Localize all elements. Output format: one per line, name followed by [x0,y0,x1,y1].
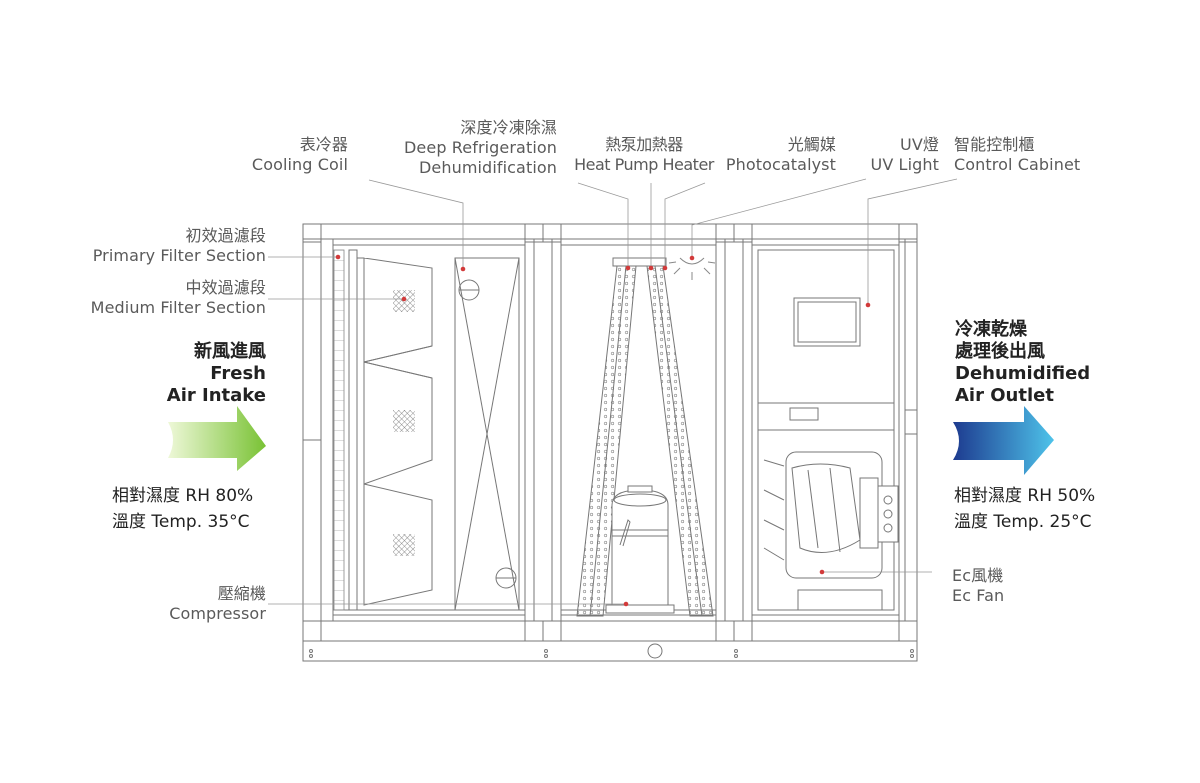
photocatalyst-zh: 光觸媒 [787,135,836,154]
outlet-title: 冷凍乾燥 處理後出風 Dehumidified Air Outlet [955,319,1090,407]
heat-pump-label: 熱泵加熱器 Heat Pump Heater [571,135,717,175]
inlet-conditions: 相對濕度 RH 80% 溫度 Temp. 35°C [112,483,253,535]
outlet-title-zh2: 處理後出風 [955,341,1045,362]
uv-light-zh: UV燈 [900,135,939,154]
control-cabinet-en: Control Cabinet [954,155,1081,174]
control-cabinet-zh: 智能控制櫃 [954,135,1035,154]
compressor-zh: 壓縮機 [217,584,266,603]
outlet-title-en1: Dehumidified [955,363,1091,384]
uv-light-label: UV燈 UV Light [871,135,939,175]
inlet-title: 新風進風 Fresh Air Intake [167,341,266,407]
cooling-coil-zh: 表冷器 [299,135,348,154]
inlet-humidity: 相對濕度 RH 80% [112,486,254,506]
outlet-title-en2: Air Outlet [955,385,1054,406]
outlet-conditions: 相對濕度 RH 50% 溫度 Temp. 25°C [954,483,1095,535]
cooling-coil-label: 表冷器 Cooling Coil [252,135,348,175]
ec-fan-en: Ec Fan [952,586,1005,605]
outlet-title-zh1: 冷凍乾燥 [955,319,1027,340]
deep-refrigeration-label: 深度冷凍除濕 Deep Refrigeration Dehumidificati… [404,118,557,178]
ec-fan-assembly [757,402,899,611]
heat-pump-en: Heat Pump Heater [574,155,714,174]
deep-refrigeration-en1: Deep Refrigeration [404,138,557,157]
inlet-title-en1: Fresh [210,363,266,384]
leader-points [335,254,871,607]
primary-filter [333,249,345,611]
uv-light-en: UV Light [870,155,939,174]
outlet-humidity: 相對濕度 RH 50% [954,486,1096,506]
refrigeration-coils [576,257,714,617]
heat-pump-zh: 熱泵加熱器 [605,135,683,154]
deep-refrigeration-zh: 深度冷凍除濕 [460,118,557,137]
control-cabinet [757,249,918,435]
inlet-temperature: 溫度 Temp. 35°C [112,512,250,532]
leader-lines [268,178,958,605]
outlet-arrow [953,406,1054,475]
deep-refrigeration-en2: Dehumidification [418,158,557,177]
uv-lamp [668,257,716,280]
inlet-title-zh: 新風進風 [194,341,266,362]
compressor-label: 壓縮機 Compressor [169,584,266,624]
inlet-title-en2: Air Intake [166,385,266,406]
cooling-coil [454,257,520,611]
medium-filter [348,249,433,611]
primary-filter-en: Primary Filter Section [92,246,266,265]
inlet-arrow [168,406,266,471]
unit-frame [302,223,918,662]
primary-filter-label: 初效過濾段 Primary Filter Section [93,226,266,266]
medium-filter-en: Medium Filter Section [90,298,266,317]
medium-filter-label: 中效過濾段 Medium Filter Section [91,278,266,318]
compressor-en: Compressor [169,604,266,623]
primary-filter-zh: 初效過濾段 [185,226,266,245]
photocatalyst-en: Photocatalyst [725,155,836,174]
ec-fan-zh: Ec風機 [952,566,1004,585]
compressor [605,485,675,614]
photocatalyst-label: 光觸媒 Photocatalyst [726,135,836,175]
control-cabinet-label: 智能控制櫃 Control Cabinet [954,135,1080,175]
cooling-coil-en: Cooling Coil [251,155,348,174]
medium-filter-zh: 中效過濾段 [185,278,266,297]
ec-fan-label: Ec風機 Ec Fan [952,566,1004,606]
outlet-temperature: 溫度 Temp. 25°C [954,512,1092,532]
